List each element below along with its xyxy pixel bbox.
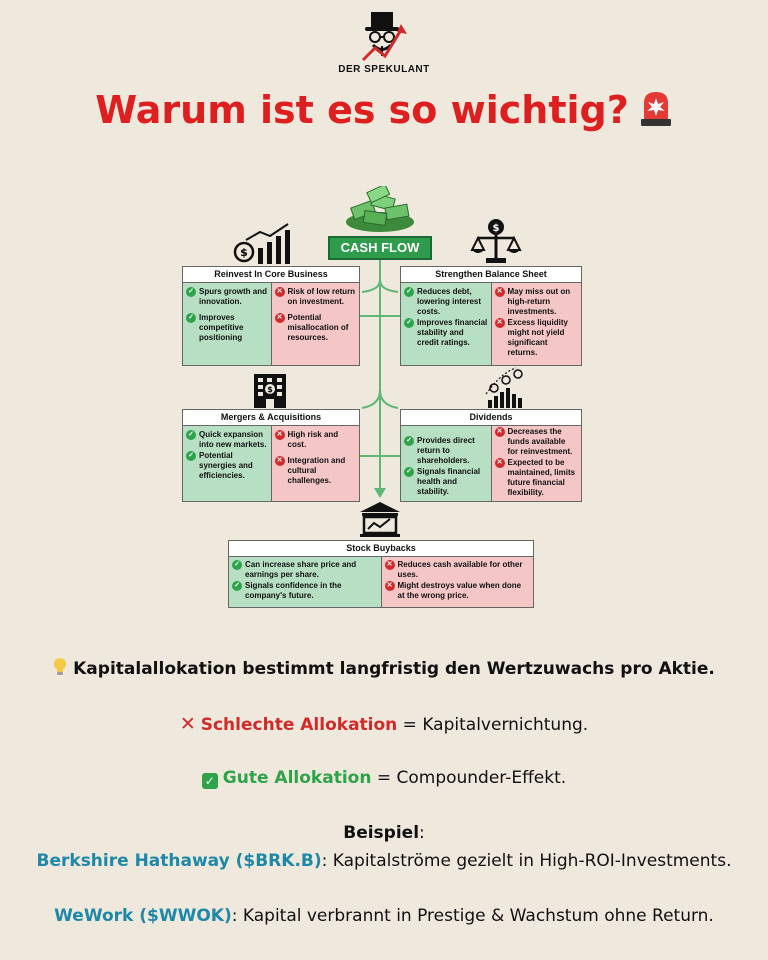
con-item: ✕Reduces cash available for other uses. (384, 560, 531, 580)
x-icon: ✕ (274, 430, 285, 440)
example-heading: Beispiel: (0, 823, 768, 843)
example-berkshire: Berkshire Hathaway ($BRK.B): Kapitalströ… (0, 851, 768, 871)
x-icon: ✕ (494, 287, 505, 297)
title-text: Warum ist es so wichtig? (95, 88, 629, 132)
box-balance-sheet: Strengthen Balance Sheet ✓Reduces debt, … (400, 266, 582, 366)
pro-item: ✓Signals financial health and stability. (404, 467, 488, 497)
box-dividends-title: Dividends (401, 410, 581, 426)
pro-item: ✓Spurs growth and innovation. (186, 287, 268, 307)
con-item: ✕High risk and cost. (274, 430, 357, 450)
x-icon: ✕ (494, 458, 505, 468)
x-icon: ✕ (274, 287, 285, 297)
good-allocation-text: = Compounder-Effekt. (371, 768, 567, 788)
dividend-chart-icon (485, 367, 523, 408)
brand-name: DER SPEKULANT (338, 64, 430, 75)
stock-exchange-icon (360, 502, 400, 537)
wework-text: : Kapital verbrannt in Prestige & Wachst… (231, 906, 714, 926)
brand-logo: DER SPEKULANT (0, 10, 768, 75)
berkshire-label: Berkshire Hathaway ($BRK.B) (36, 851, 322, 871)
con-item: ✕Potential misallocation of resources. (274, 313, 357, 343)
building-icon: $ (254, 374, 286, 408)
check-icon: ✓ (186, 451, 196, 461)
check-icon: ✓ (186, 313, 196, 323)
pro-item: ✓Can increase share price and earnings p… (232, 560, 378, 580)
spekulant-mascot-icon (361, 12, 407, 62)
headline-text: Kapitalallokation bestimmt langfristig d… (73, 659, 715, 679)
example-wework: WeWork ($WWOK): Kapital verbrannt in Pre… (0, 906, 768, 926)
box-buybacks-cons: ✕Reduces cash available for other uses. … (381, 557, 533, 607)
box-reinvest-title: Reinvest In Core Business (183, 267, 359, 283)
con-item: ✕Expected to be maintained, limits futur… (494, 458, 579, 498)
pro-item: ✓Signals confidence in the company's fut… (232, 581, 378, 601)
con-item: ✕Excess liquidity might not yield signif… (494, 318, 579, 358)
svg-text:$: $ (267, 385, 273, 394)
box-dividends-pros: ✓Provides direct return to shareholders.… (401, 426, 492, 501)
box-mergers-title: Mergers & Acquisitions (183, 410, 359, 426)
x-icon: ✕ (494, 318, 505, 328)
wework-label: WeWork ($WWOK) (54, 906, 232, 926)
lightbulb-icon (53, 658, 67, 681)
box-buybacks: Stock Buybacks ✓Can increase share price… (228, 540, 534, 608)
check-icon: ✓ (404, 436, 414, 446)
pro-item: ✓Provides direct return to shareholders. (404, 436, 488, 466)
check-icon: ✓ (404, 467, 414, 477)
example-colon: : (419, 823, 425, 843)
check-icon: ✓ (232, 581, 242, 591)
box-balance-title: Strengthen Balance Sheet (401, 267, 581, 283)
x-icon: ✕ (384, 560, 395, 570)
x-icon: ✕ (384, 581, 395, 591)
bad-allocation-label: Schlechte Allokation (200, 715, 398, 735)
con-item: ✕Integration and cultural challenges. (274, 456, 357, 486)
cross-icon: ✕ (179, 713, 196, 735)
money-pile-icon (346, 186, 414, 232)
check-icon: ✓ (186, 430, 196, 440)
pro-item: ✓Quick expansion into new markets. (186, 430, 268, 450)
bad-allocation-line: ✕Schlechte Allokation = Kapitalvernichtu… (0, 713, 768, 735)
balance-scale-icon: $ (470, 219, 522, 263)
con-item: ✕May miss out on high-return investments… (494, 287, 579, 317)
box-dividends-cons: ✕Decreases the funds available for reinv… (491, 426, 581, 501)
pro-item: ✓Improves financial stability and credit… (404, 318, 488, 348)
pro-item: ✓Improves competitive positioning (186, 313, 268, 343)
example-label: Beispiel (343, 823, 420, 843)
page-title: Warum ist es so wichtig? (0, 88, 768, 136)
headline: Kapitalallokation bestimmt langfristig d… (0, 658, 768, 681)
x-icon: ✕ (494, 427, 505, 437)
box-dividends: Dividends ✓Provides direct return to sha… (400, 409, 582, 502)
svg-text:$: $ (240, 246, 248, 259)
siren-icon (639, 89, 673, 136)
growth-chart-icon: $ (233, 223, 290, 264)
x-icon: ✕ (274, 456, 285, 466)
pro-item: ✓Potential synergies and efficiencies. (186, 451, 268, 481)
box-mergers-cons: ✕High risk and cost. ✕Integration and cu… (271, 426, 359, 501)
box-reinvest-pros: ✓Spurs growth and innovation. ✓Improves … (183, 283, 272, 365)
box-reinvest: Reinvest In Core Business ✓Spurs growth … (182, 266, 360, 366)
check-icon: ✓ (404, 318, 414, 328)
box-mergers-pros: ✓Quick expansion into new markets. ✓Pote… (183, 426, 272, 501)
con-item: ✕Risk of low return on investment. (274, 287, 357, 307)
check-icon: ✓ (404, 287, 414, 297)
cash-flow-label: CASH FLOW (328, 236, 432, 260)
con-item: ✕Might destroys value when done at the w… (384, 581, 531, 601)
box-balance-pros: ✓Reduces debt, lowering interest costs. … (401, 283, 492, 365)
box-mergers: Mergers & Acquisitions ✓Quick expansion … (182, 409, 360, 502)
box-buybacks-pros: ✓Can increase share price and earnings p… (229, 557, 382, 607)
check-box-icon: ✓ (201, 773, 218, 789)
good-allocation-label: Gute Allokation (222, 768, 372, 788)
box-reinvest-cons: ✕Risk of low return on investment. ✕Pote… (271, 283, 359, 365)
box-balance-cons: ✕May miss out on high-return investments… (491, 283, 581, 365)
pro-item: ✓Reduces debt, lowering interest costs. (404, 287, 488, 317)
svg-text:$: $ (493, 223, 500, 234)
box-buybacks-title: Stock Buybacks (229, 541, 533, 557)
bad-allocation-text: = Kapitalvernichtung. (397, 715, 589, 735)
good-allocation-line: ✓Gute Allokation = Compounder-Effekt. (0, 768, 768, 789)
x-icon: ✕ (274, 313, 285, 323)
check-icon: ✓ (232, 560, 242, 570)
check-icon: ✓ (186, 287, 196, 297)
con-item: ✕Decreases the funds available for reinv… (494, 427, 579, 457)
berkshire-text: : Kapitalströme gezielt in High-ROI-Inve… (321, 851, 732, 871)
